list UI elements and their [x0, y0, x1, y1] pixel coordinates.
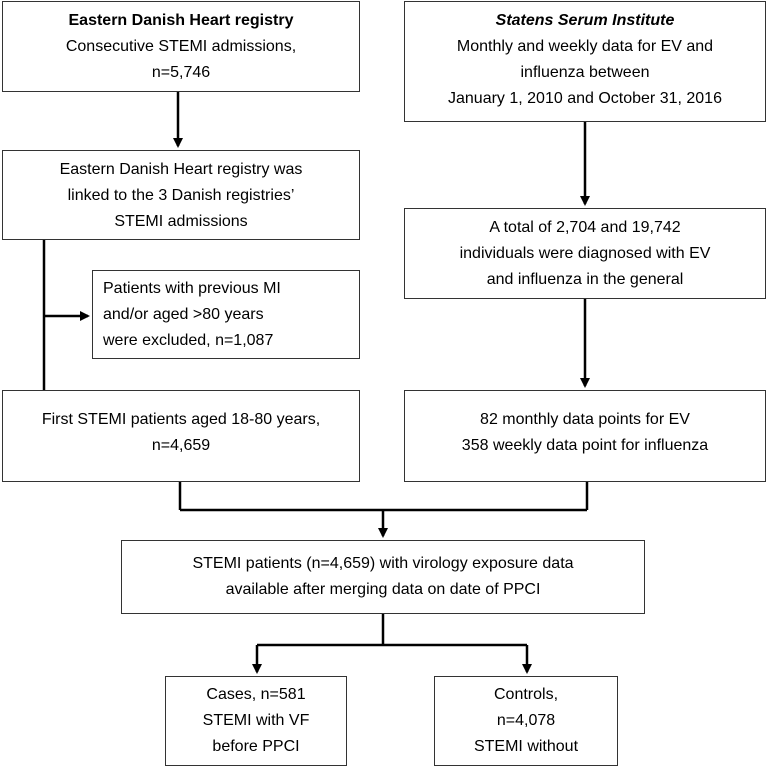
registry-title: Eastern Danish Heart registry [68, 12, 294, 29]
excluded-line3: were excluded, n=1,087 [103, 332, 274, 349]
diagnosed-line1: A total of 2,704 and 19,742 [489, 219, 681, 236]
box-merged: STEMI patients (n=4,659) with virology e… [121, 540, 645, 614]
box-ssi: Statens Serum Institute Monthly and week… [404, 1, 766, 122]
diagnosed-line3: and influenza in the general [486, 271, 684, 288]
box-datapoints: 82 monthly data points for EV 358 weekly… [404, 390, 766, 482]
linked-line3: STEMI admissions [114, 213, 248, 230]
ssi-line2: influenza between [520, 64, 650, 81]
datapoints-line2: 358 weekly data point for influenza [461, 437, 709, 454]
ssi-line1: Monthly and weekly data for EV and [456, 38, 714, 55]
merged-line1: STEMI patients (n=4,659) with virology e… [192, 555, 574, 572]
box-cases: Cases, n=581 STEMI with VF before PPCI [165, 676, 347, 766]
ssi-title: Statens Serum Institute [495, 12, 675, 29]
linked-line2: linked to the 3 Danish registries’ [67, 187, 295, 204]
cases-line1: Cases, n=581 [206, 686, 306, 703]
diagnosed-line2: individuals were diagnosed with EV [459, 245, 711, 262]
linked-line1: Eastern Danish Heart registry was [59, 161, 303, 178]
excluded-line2: and/or aged >80 years [103, 306, 264, 323]
ssi-line3: January 1, 2010 and October 31, 2016 [448, 90, 722, 107]
box-diagnosed: A total of 2,704 and 19,742 individuals … [404, 208, 766, 299]
merged-line2: available after merging data on date of … [225, 581, 541, 598]
controls-line1: Controls, [493, 686, 559, 703]
datapoints-line1: 82 monthly data points for EV [480, 411, 690, 428]
first-stemi-line1: First STEMI patients aged 18-80 years, [41, 411, 321, 428]
box-linked: Eastern Danish Heart registry was linked… [2, 150, 360, 240]
registry-line1: Consecutive STEMI admissions, [65, 38, 297, 55]
cases-line3: before PPCI [212, 738, 300, 755]
box-controls: Controls, n=4,078 STEMI without [434, 676, 618, 766]
first-stemi-line2: n=4,659 [151, 437, 211, 454]
box-registry: Eastern Danish Heart registry Consecutiv… [2, 1, 360, 92]
excluded-line1: Patients with previous MI [103, 280, 281, 297]
box-first-stemi: First STEMI patients aged 18-80 years, n… [2, 390, 360, 482]
box-excluded: Patients with previous MI and/or aged >8… [92, 270, 360, 359]
cases-line2: STEMI with VF [202, 712, 310, 729]
registry-line2: n=5,746 [151, 64, 211, 81]
controls-line3: STEMI without [473, 738, 579, 755]
controls-line2: n=4,078 [496, 712, 556, 729]
